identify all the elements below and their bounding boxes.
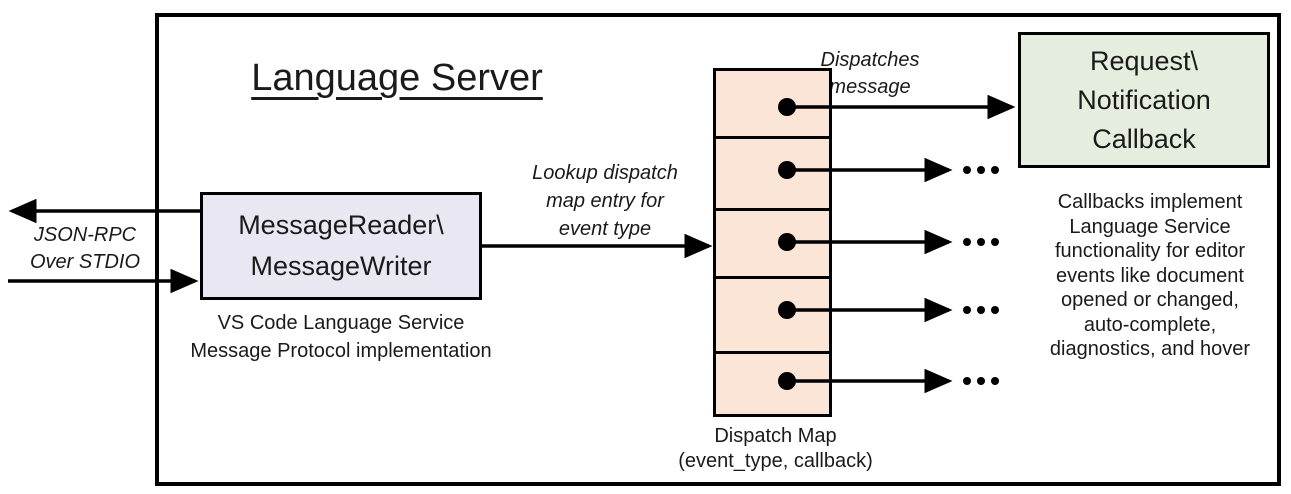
reader-writer-caption: VS Code Language Service Message Protoco…	[186, 309, 496, 365]
dispatch-map-cell-divider	[716, 208, 829, 211]
label-line: map entry for	[546, 190, 664, 212]
dispatch-map-table	[713, 68, 832, 417]
note-line: diagnostics, and hover	[1049, 338, 1251, 360]
note-line: events like document	[1056, 264, 1244, 287]
label-line: message	[829, 76, 911, 98]
callbacks-note: Callbacks implement Language Service fun…	[1010, 190, 1290, 362]
message-reader-line: MessageReader\	[238, 210, 444, 240]
dispatch-map-cell-divider	[716, 276, 829, 279]
callback-box-line: Notification	[1077, 84, 1211, 115]
note-line: functionality for editor	[1054, 240, 1246, 262]
request-notification-callback-box: Request\ Notification Callback	[1018, 32, 1270, 168]
label-line: Dispatches	[820, 49, 920, 71]
label-line: Lookup dispatch	[532, 162, 678, 184]
note-line: Language Service	[1069, 215, 1231, 238]
caption-line: Message Protocol implementation	[190, 340, 492, 362]
caption-line: (event_type, callback)	[678, 450, 873, 472]
caption-line: VS Code Language Service	[217, 312, 465, 334]
message-writer-line: MessageWriter	[250, 251, 432, 281]
json-rpc-stdio-label: JSON-RPC Over STDIO	[10, 222, 160, 276]
callback-box-line: Request\	[1089, 45, 1199, 76]
message-reader-writer-box: MessageReader\ MessageWriter	[200, 192, 482, 300]
dispatch-map-cell-divider	[716, 351, 829, 354]
callback-box-line: Callback	[1092, 123, 1196, 154]
label-line: Over STDIO	[29, 251, 140, 273]
caption-line: Dispatch Map	[714, 425, 837, 447]
diagram-title: Language Server	[251, 57, 543, 99]
note-line: Callbacks implement	[1057, 191, 1243, 213]
note-line: auto-complete,	[1083, 313, 1217, 336]
label-line: event type	[558, 218, 652, 240]
dispatch-map-caption: Dispatch Map (event_type, callback)	[653, 424, 898, 474]
dispatch-map-cell-divider	[716, 136, 829, 139]
label-line: JSON-RPC	[33, 224, 137, 246]
lookup-dispatch-label: Lookup dispatch map entry for event type	[505, 159, 705, 243]
note-line: opened or changed,	[1061, 289, 1239, 311]
dispatches-message-label: Dispatches message	[795, 47, 945, 101]
